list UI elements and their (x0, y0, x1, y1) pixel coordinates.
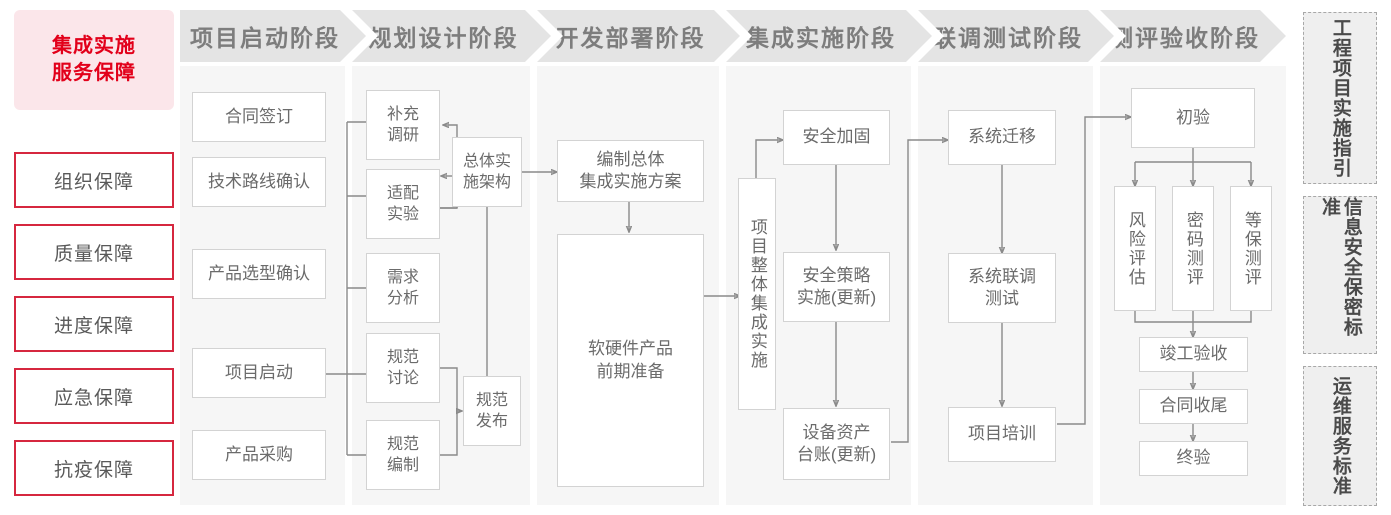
node-overall-project-integration[interactable]: 项目整体集成实施 (738, 178, 776, 410)
node-label: 实施(更新) (796, 288, 877, 307)
node-security-hardening[interactable]: 安全加固 (783, 110, 890, 165)
node-system-joint-test[interactable]: 系统联调测试 (948, 253, 1056, 323)
guarantee-item-organization[interactable]: 组织保障 (14, 152, 174, 208)
guarantee-title-line1: 集成实施 (52, 35, 136, 57)
node-label: 安全策略 (802, 265, 871, 285)
standard-box-engineering-guideline[interactable]: 工程项目实施指引 (1303, 12, 1377, 184)
phase-header-integration[interactable]: 集成实施阶段 (726, 10, 932, 62)
node-risk-assessment[interactable]: 风险评估 (1114, 186, 1156, 311)
node-label: 软硬件产品 (588, 339, 673, 359)
node-label: 前期准备 (596, 361, 665, 381)
node-label: 实验 (386, 206, 419, 223)
node-final-inspection[interactable]: 竣工验收 (1139, 337, 1248, 372)
node-prepare-integration-plan[interactable]: 编制总体集成实施方案 (557, 140, 704, 202)
node-hardware-software-preparation[interactable]: 软硬件产品前期准备 (557, 234, 704, 487)
node-label: 编制总体 (596, 149, 665, 169)
node-label: 集成实施方案 (579, 172, 682, 191)
node-preliminary-acceptance[interactable]: 初验 (1131, 88, 1255, 148)
node-mlps-evaluation[interactable]: 等保测评 (1230, 186, 1272, 311)
phase-header-development[interactable]: 开发部署阶段 (537, 10, 740, 62)
phase-header-acceptance[interactable]: 测评验收阶段 (1100, 10, 1286, 62)
node-project-kickoff[interactable]: 项目启动 (192, 348, 326, 398)
node-label: 发布 (475, 413, 508, 430)
node-contract-closure[interactable]: 合同收尾 (1139, 389, 1248, 424)
node-contract-signing[interactable]: 合同签订 (192, 92, 326, 142)
guarantee-item-schedule[interactable]: 进度保障 (14, 296, 174, 352)
node-label: 施架构 (462, 174, 511, 191)
node-equipment-asset-ledger[interactable]: 设备资产台账(更新) (783, 408, 890, 480)
node-label: 规范 (386, 435, 419, 453)
node-label: 测试 (985, 289, 1019, 308)
node-standard-release[interactable]: 规范发布 (463, 376, 521, 446)
phase-header-joint-test[interactable]: 联调测试阶段 (918, 10, 1114, 62)
standard-box-ops-service-standard[interactable]: 运维服务标准 (1303, 366, 1377, 506)
node-tech-route-confirm[interactable]: 技术路线确认 (192, 157, 326, 207)
node-label: 规范 (475, 391, 508, 409)
node-supplementary-research[interactable]: 补充调研 (366, 90, 440, 160)
node-label: 调研 (386, 127, 419, 144)
node-label: 编制 (386, 457, 419, 474)
node-adaptation-experiment[interactable]: 适配实验 (366, 169, 440, 239)
node-label: 适配 (386, 184, 419, 202)
node-label: 规范 (386, 348, 419, 366)
node-standard-drafting[interactable]: 规范编制 (366, 420, 440, 490)
node-label: 系统联调 (968, 266, 1036, 286)
node-final-acceptance[interactable]: 终验 (1139, 441, 1248, 476)
node-project-training[interactable]: 项目培训 (948, 407, 1056, 462)
guarantee-item-epidemic[interactable]: 抗疫保障 (14, 440, 174, 496)
node-label: 补充 (386, 105, 419, 123)
node-product-selection[interactable]: 产品选型确认 (192, 249, 326, 299)
node-label: 台账(更新) (796, 445, 877, 464)
node-product-procurement[interactable]: 产品采购 (192, 430, 326, 480)
phase-header-initiation[interactable]: 项目启动阶段 (180, 10, 366, 62)
node-overall-implementation-architecture[interactable]: 总体实施架构 (452, 137, 522, 207)
node-standard-discussion[interactable]: 规范讨论 (366, 333, 440, 403)
guarantee-sidebar: 集成实施 服务保障 组织保障 质量保障 进度保障 应急保障 抗疫保障 (14, 10, 174, 505)
node-label: 讨论 (386, 370, 419, 387)
node-security-policy-implementation[interactable]: 安全策略实施(更新) (783, 252, 890, 322)
node-requirements-analysis[interactable]: 需求分析 (366, 253, 440, 323)
guarantee-item-emergency[interactable]: 应急保障 (14, 368, 174, 424)
phase-header-planning[interactable]: 规划设计阶段 (352, 10, 551, 62)
guarantee-title: 集成实施 服务保障 (14, 10, 174, 110)
node-label: 总体实 (462, 152, 511, 170)
node-cryptography-evaluation[interactable]: 密码测评 (1172, 186, 1214, 311)
guarantee-title-line2: 服务保障 (52, 62, 136, 84)
standard-box-infosec-standard[interactable]: 信息安全保密标准 (1303, 196, 1377, 354)
guarantee-item-quality[interactable]: 质量保障 (14, 224, 174, 280)
node-label: 设备资产 (802, 422, 871, 442)
node-label: 需求 (386, 268, 419, 286)
node-label: 分析 (386, 290, 419, 307)
node-system-migration[interactable]: 系统迁移 (948, 110, 1056, 165)
